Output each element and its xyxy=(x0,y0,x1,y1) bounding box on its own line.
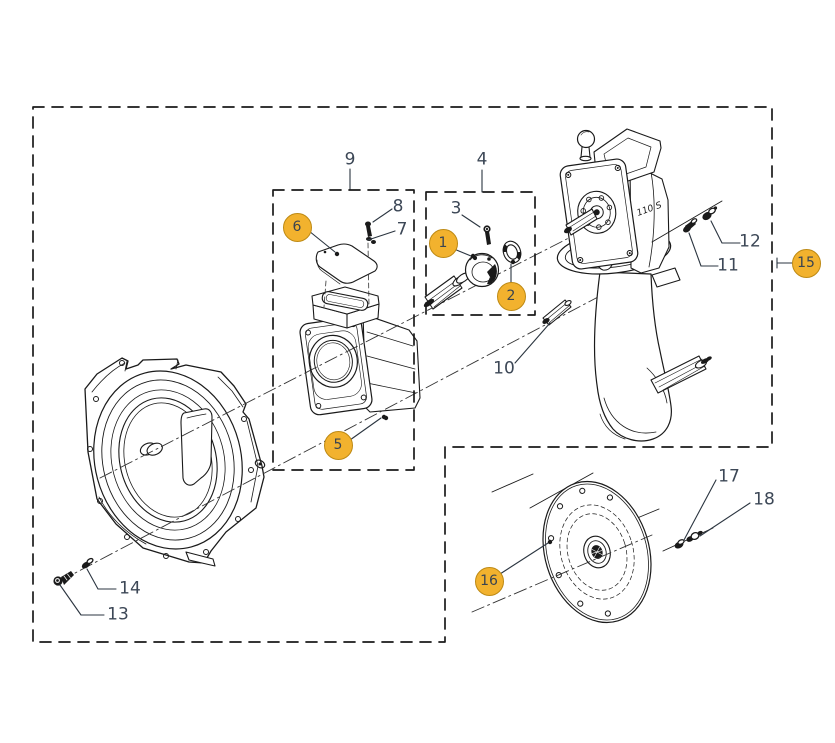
label-17: 17 xyxy=(718,466,740,487)
group-boxes xyxy=(32,106,773,643)
bell-housing-part xyxy=(84,357,266,567)
group-box-4 xyxy=(425,191,536,316)
hardware-11-12 xyxy=(651,200,723,243)
o-ring-part xyxy=(502,240,522,264)
cover-plate-part xyxy=(315,243,378,285)
leader-lines xyxy=(59,168,793,616)
stud-10 xyxy=(542,299,572,326)
callout-6[interactable]: 6 xyxy=(282,212,312,242)
hardware-13-14 xyxy=(53,557,94,586)
callout-16[interactable]: 16 xyxy=(474,566,504,596)
saildrive-unit: 110 S xyxy=(556,128,712,442)
cover-screws-7-8 xyxy=(365,221,376,244)
label-4: 4 xyxy=(476,149,488,170)
label-8: 8 xyxy=(392,196,404,217)
label-18: 18 xyxy=(753,489,775,510)
label-14: 14 xyxy=(119,578,141,599)
label-10: 10 xyxy=(493,358,515,379)
hardware-17-18 xyxy=(662,527,714,552)
label-3: 3 xyxy=(450,198,462,219)
callout-5[interactable]: 5 xyxy=(323,430,353,460)
label-13: 13 xyxy=(107,604,129,625)
coupling-part xyxy=(423,252,500,310)
label-9: 9 xyxy=(344,149,356,170)
callout-2[interactable]: 2 xyxy=(496,281,526,311)
group-box-15 xyxy=(32,106,773,643)
flywheel-disc-part xyxy=(471,472,660,624)
screw-3 xyxy=(483,225,491,245)
label-11: 11 xyxy=(717,255,739,276)
label-12: 12 xyxy=(739,231,761,252)
callout-1[interactable]: 1 xyxy=(428,228,458,258)
label-7: 7 xyxy=(396,219,408,240)
callout-15[interactable]: 15 xyxy=(791,248,821,278)
adapter-housing-part xyxy=(299,286,421,421)
